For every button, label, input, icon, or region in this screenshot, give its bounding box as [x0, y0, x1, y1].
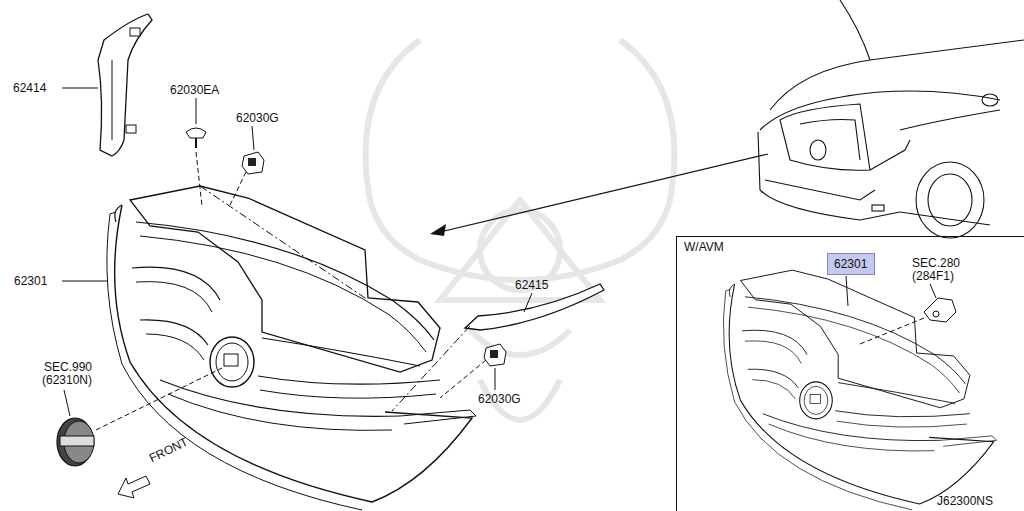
option-panel: W/AVM 62301 — [676, 236, 1024, 511]
callout-number: 62415 — [515, 278, 548, 292]
callout-number: 62030EA — [170, 83, 219, 97]
callout-number: 62030G — [478, 392, 521, 406]
callout-number: SEC.990 — [44, 360, 92, 374]
node-text: W/AVM — [684, 240, 1017, 254]
callout-number: 62414 — [13, 81, 46, 95]
direction-label: FRONT — [147, 435, 190, 466]
diagram-code: J62300NS — [937, 494, 993, 508]
callout-number: (62310N) — [42, 373, 92, 387]
callout-number: 62030G — [236, 111, 279, 125]
callout-number: 62301 — [14, 274, 47, 288]
callout-number: (284F1) — [912, 269, 954, 283]
node-text: 62301 — [834, 257, 868, 271]
callout-number: SEC.280 — [912, 256, 960, 270]
highlighted-part-number: 62301 — [827, 253, 875, 275]
